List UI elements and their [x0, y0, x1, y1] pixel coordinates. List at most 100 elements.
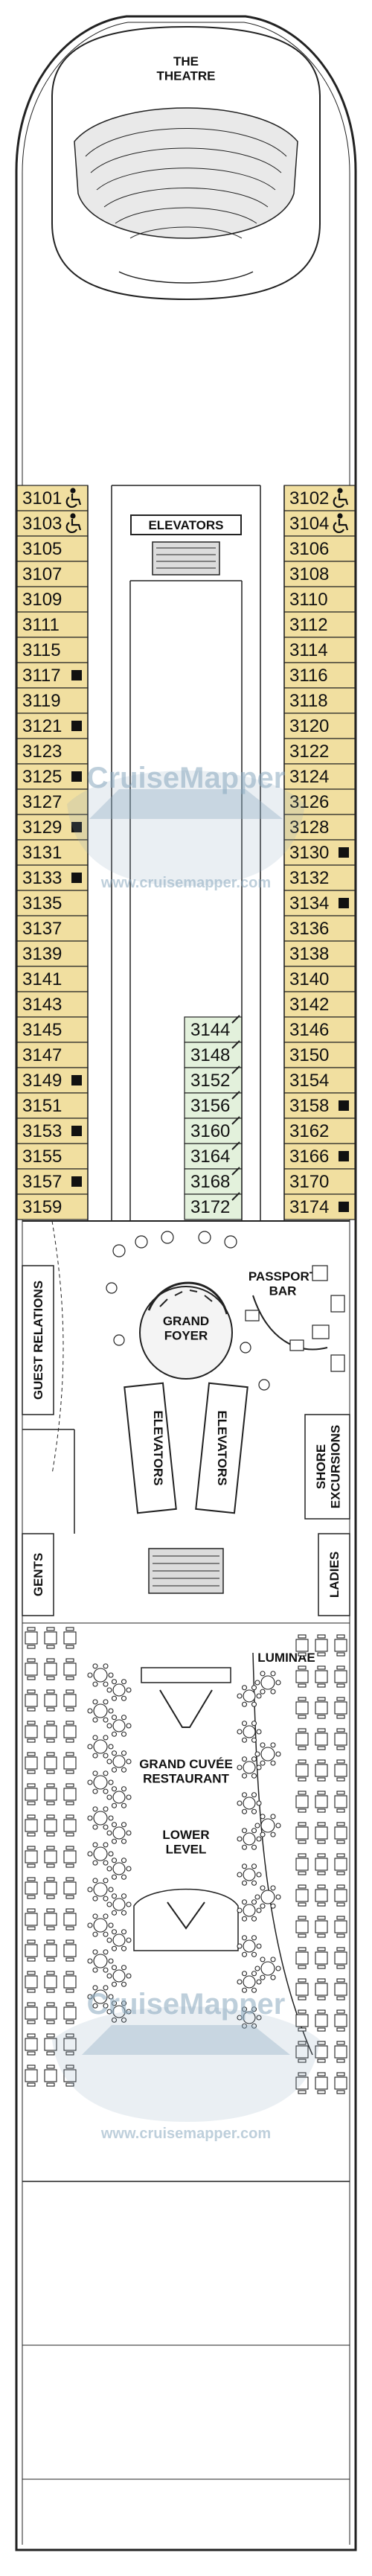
cabin-3153[interactable]: 3153 — [16, 1118, 89, 1144]
dining-table-square — [295, 2009, 309, 2032]
cabin-3130[interactable]: 3130 — [283, 839, 356, 866]
cabin-number: 3136 — [289, 919, 329, 939]
dining-table-square — [44, 1939, 57, 1962]
cabin-number: 3148 — [190, 1045, 230, 1065]
square-icon — [71, 822, 82, 832]
cabin-number: 3128 — [289, 817, 329, 838]
cabin-number: 3139 — [22, 944, 62, 964]
cabin-3135[interactable]: 3135 — [16, 890, 89, 916]
cabin-3122[interactable]: 3122 — [283, 738, 356, 765]
cabin-3133[interactable]: 3133 — [16, 864, 89, 891]
cabin-3142[interactable]: 3142 — [283, 991, 356, 1018]
cabin-3107[interactable]: 3107 — [16, 561, 89, 587]
dining-table-square — [334, 1728, 347, 1750]
cabin-3124[interactable]: 3124 — [283, 763, 356, 790]
square-icon — [339, 1202, 349, 1212]
cabin-number: 3130 — [289, 843, 329, 863]
cabin-3102[interactable]: 3102 — [283, 485, 356, 511]
cabin-3123[interactable]: 3123 — [16, 738, 89, 765]
cabin-3127[interactable]: 3127 — [16, 788, 89, 815]
cabin-3166[interactable]: 3166 — [283, 1143, 356, 1170]
cabin-number: 3111 — [22, 615, 60, 635]
elevators-left-label: ELEVATORS — [151, 1410, 165, 1485]
dining-table-square — [63, 1814, 77, 1837]
cabin-3101[interactable]: 3101 — [16, 485, 89, 511]
cabin-3126[interactable]: 3126 — [283, 788, 356, 815]
cabin-3145[interactable]: 3145 — [16, 1016, 89, 1043]
cabin-3170[interactable]: 3170 — [283, 1168, 356, 1195]
cabin-3151[interactable]: 3151 — [16, 1092, 89, 1119]
cabin-3118[interactable]: 3118 — [283, 687, 356, 714]
cabin-3121[interactable]: 3121 — [16, 712, 89, 739]
cabin-number: 3107 — [22, 564, 62, 584]
cabin-number: 3138 — [289, 944, 329, 964]
cabin-3144[interactable]: 3144 — [184, 1015, 243, 1043]
cabin-number: 3153 — [22, 1121, 62, 1141]
cabin-3164[interactable]: 3164 — [184, 1141, 243, 1170]
dining-table-square — [295, 1791, 309, 1813]
cabin-3172[interactable]: 3172 — [184, 1192, 243, 1220]
cabin-3111[interactable]: 3111 — [16, 611, 89, 638]
cabin-3137[interactable]: 3137 — [16, 915, 89, 942]
cabin-3132[interactable]: 3132 — [283, 864, 356, 891]
cabin-3149[interactable]: 3149 — [16, 1067, 89, 1094]
dining-table-square — [295, 1665, 309, 1688]
cabin-3138[interactable]: 3138 — [283, 940, 356, 967]
dining-table-square — [295, 2041, 309, 2063]
cabin-3131[interactable]: 3131 — [16, 839, 89, 866]
cabin-3143[interactable]: 3143 — [16, 991, 89, 1018]
cabin-number: 3174 — [289, 1197, 329, 1217]
dining-table — [237, 1721, 262, 1743]
cabin-3129[interactable]: 3129 — [16, 814, 89, 841]
dining-table-square — [63, 1721, 77, 1743]
cabin-3150[interactable]: 3150 — [283, 1042, 356, 1068]
cabin-number: 3156 — [190, 1096, 230, 1116]
cabin-3160[interactable]: 3160 — [184, 1116, 243, 1144]
cabin-3174[interactable]: 3174 — [283, 1193, 356, 1220]
cabin-3114[interactable]: 3114 — [283, 637, 356, 663]
cabin-number: 3149 — [22, 1071, 62, 1091]
cabin-3120[interactable]: 3120 — [283, 712, 356, 739]
cabin-3139[interactable]: 3139 — [16, 940, 89, 967]
cabin-3168[interactable]: 3168 — [184, 1167, 243, 1195]
square-icon — [339, 898, 349, 908]
hull-inner-outline — [22, 22, 350, 2545]
cabin-3119[interactable]: 3119 — [16, 687, 89, 714]
cabin-number: 3172 — [190, 1197, 230, 1217]
cabin-3152[interactable]: 3152 — [184, 1065, 243, 1094]
cabin-3147[interactable]: 3147 — [16, 1042, 89, 1068]
cabin-3156[interactable]: 3156 — [184, 1091, 243, 1119]
cabin-3117[interactable]: 3117 — [16, 662, 89, 689]
cabin-3162[interactable]: 3162 — [283, 1118, 356, 1144]
dining-table-square — [334, 1978, 347, 2000]
cabin-3159[interactable]: 3159 — [16, 1193, 89, 1220]
cabin-3136[interactable]: 3136 — [283, 915, 356, 942]
cabin-3158[interactable]: 3158 — [283, 1092, 356, 1119]
cabin-3103[interactable]: 3103 — [16, 510, 89, 537]
cabin-3108[interactable]: 3108 — [283, 561, 356, 587]
dining-table — [106, 1929, 132, 1951]
cabin-3112[interactable]: 3112 — [283, 611, 356, 638]
dining-table-square — [63, 2065, 77, 2087]
cabin-3125[interactable]: 3125 — [16, 763, 89, 790]
cabin-3128[interactable]: 3128 — [283, 814, 356, 841]
dining-table — [237, 2006, 262, 2029]
cabin-3116[interactable]: 3116 — [283, 662, 356, 689]
cabin-3106[interactable]: 3106 — [283, 535, 356, 562]
cabin-3115[interactable]: 3115 — [16, 637, 89, 663]
cabin-3110[interactable]: 3110 — [283, 586, 356, 613]
cabin-3146[interactable]: 3146 — [283, 1016, 356, 1043]
cabin-3155[interactable]: 3155 — [16, 1143, 89, 1170]
cabin-3141[interactable]: 3141 — [16, 966, 89, 992]
cabin-3140[interactable]: 3140 — [283, 966, 356, 992]
cabin-3148[interactable]: 3148 — [184, 1040, 243, 1068]
cabin-3105[interactable]: 3105 — [16, 535, 89, 562]
cabin-3154[interactable]: 3154 — [283, 1067, 356, 1094]
cabin-3157[interactable]: 3157 — [16, 1168, 89, 1195]
dining-table-square — [25, 1971, 38, 1993]
cabin-3104[interactable]: 3104 — [283, 510, 356, 537]
cabin-3109[interactable]: 3109 — [16, 586, 89, 613]
cabin-3134[interactable]: 3134 — [283, 890, 356, 916]
